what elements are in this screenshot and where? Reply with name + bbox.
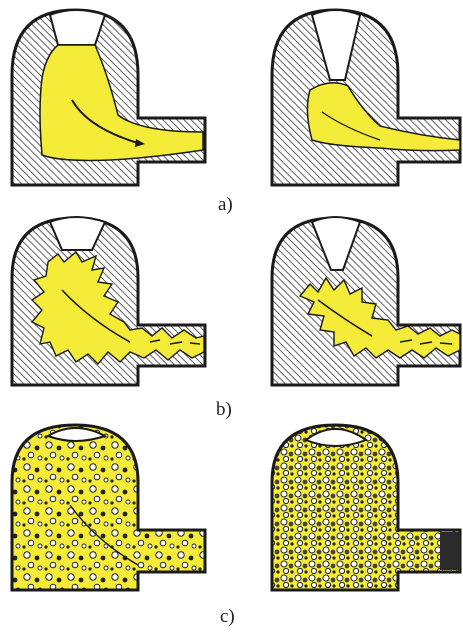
porous-casting [272, 425, 460, 590]
panel-a-left [12, 10, 205, 185]
label-b: b) [216, 400, 232, 419]
panel-c-right [272, 425, 460, 590]
panel-c-left [12, 425, 205, 590]
label-c: c) [220, 607, 235, 626]
porous-casting [12, 425, 205, 590]
panel-b-right [272, 217, 460, 385]
panel-b-left [12, 217, 205, 385]
panel-a-right [272, 10, 460, 185]
label-a: a) [218, 195, 233, 214]
